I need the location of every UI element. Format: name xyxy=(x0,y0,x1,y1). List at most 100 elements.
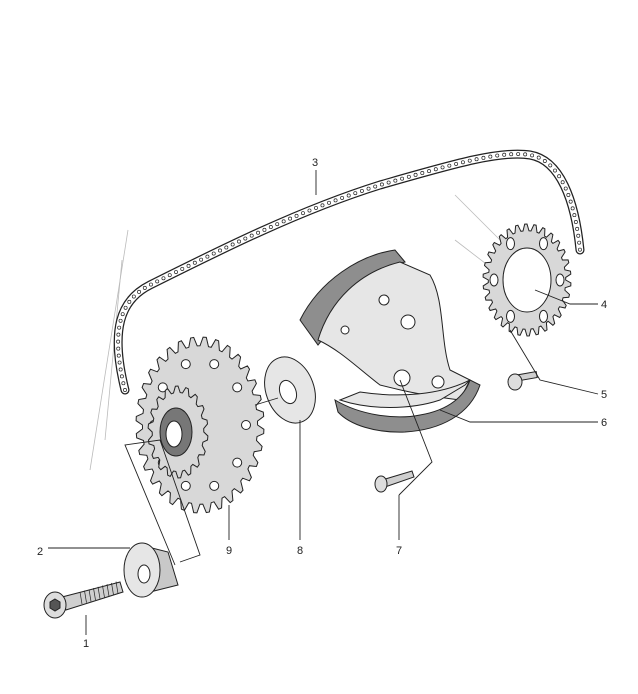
chain-link xyxy=(307,208,312,213)
chain-link xyxy=(570,206,575,211)
chain-link xyxy=(314,205,318,210)
timing-chain xyxy=(113,149,585,395)
chain-link xyxy=(301,211,305,216)
callout-9: 9 xyxy=(226,545,232,557)
sprocket-hole xyxy=(180,359,191,370)
sprocket-hole xyxy=(489,273,499,287)
chain-link xyxy=(366,186,371,191)
chain-link xyxy=(186,263,191,268)
chain-link xyxy=(205,254,210,259)
upper-sprocket xyxy=(482,223,572,337)
chain-link xyxy=(117,360,122,365)
chain-link xyxy=(120,312,125,317)
thread-line xyxy=(84,590,87,603)
chain-link xyxy=(440,165,445,170)
chain-link xyxy=(275,222,280,227)
chain-link xyxy=(174,270,178,274)
sprocket-hole xyxy=(209,359,220,370)
sprocket-hole xyxy=(157,382,168,393)
callout-1: 1 xyxy=(83,638,89,650)
chain-link xyxy=(131,294,136,299)
chain-link xyxy=(400,176,405,181)
chain-link xyxy=(578,247,582,252)
chain-link xyxy=(123,305,128,310)
chain-link xyxy=(148,282,153,287)
chain-link xyxy=(379,182,384,187)
callout-labels: 3 4 5 6 7 8 9 2 1 xyxy=(37,157,607,650)
callout-2: 2 xyxy=(37,546,43,558)
chain-tensioner-guide xyxy=(299,249,481,433)
chain-link xyxy=(320,203,325,208)
chain-link xyxy=(142,285,147,290)
sprocket-hole xyxy=(539,237,548,251)
sprocket-hole xyxy=(506,237,515,251)
chain-link xyxy=(373,184,378,189)
sprocket-hole xyxy=(232,382,243,393)
callout-5: 5 xyxy=(601,389,607,401)
chain-link xyxy=(218,248,222,253)
chain-link xyxy=(393,178,398,183)
washer xyxy=(264,356,316,424)
chain-link xyxy=(327,200,331,205)
sprocket-hole xyxy=(506,309,515,323)
chain-link xyxy=(509,152,514,157)
sprocket-hole xyxy=(232,457,243,468)
callout-7: 7 xyxy=(396,545,402,557)
chain-link xyxy=(127,299,132,304)
thread-line xyxy=(88,589,92,602)
sprocket-hole xyxy=(539,309,548,323)
chain-link xyxy=(118,367,123,372)
sprocket-hub-hole xyxy=(502,247,552,313)
chain-link xyxy=(243,236,248,241)
chain-link xyxy=(116,339,121,344)
chain-link xyxy=(557,174,562,179)
chain-link xyxy=(576,233,581,238)
chain-link xyxy=(117,325,122,330)
chain-link xyxy=(495,153,500,158)
chain-link xyxy=(288,216,293,221)
chain-link xyxy=(536,155,541,160)
chain-link xyxy=(121,381,126,386)
chain-link xyxy=(340,195,345,200)
chain-link xyxy=(333,198,338,203)
chain-link xyxy=(137,289,142,294)
chain-link xyxy=(433,167,438,172)
chain-link xyxy=(155,279,160,284)
thread-line xyxy=(97,586,101,599)
chain-link xyxy=(572,213,577,218)
chain-link xyxy=(577,240,582,245)
thread-line xyxy=(79,591,83,605)
chain-link xyxy=(224,245,229,250)
chain-link xyxy=(116,346,121,351)
chain-link xyxy=(413,172,418,177)
chain-link xyxy=(230,242,235,247)
chain-link xyxy=(420,171,425,175)
chain-link xyxy=(406,174,411,179)
chain-link xyxy=(256,230,261,235)
thread-line xyxy=(93,588,96,601)
chain-link xyxy=(294,213,299,218)
chain-link xyxy=(118,318,123,323)
chain-link xyxy=(116,332,121,337)
screw xyxy=(43,581,124,619)
guide-bolt xyxy=(374,470,415,493)
thread-line xyxy=(115,581,119,594)
chain-link xyxy=(427,169,431,174)
chain-link xyxy=(359,188,364,193)
chain-link xyxy=(447,163,452,168)
chain-link xyxy=(180,266,185,271)
callout-4: 4 xyxy=(601,299,607,311)
chain-link xyxy=(474,157,479,162)
chain-link xyxy=(123,388,127,392)
chain-link xyxy=(568,199,573,204)
chain-link xyxy=(542,159,547,163)
chain-link xyxy=(563,186,568,191)
sprocket-hole xyxy=(555,273,565,287)
chain-link xyxy=(566,193,571,197)
chain-link xyxy=(573,220,578,224)
chain-link xyxy=(237,239,241,244)
chain-link xyxy=(553,168,557,173)
callout-8: 8 xyxy=(297,545,303,557)
chain-link xyxy=(523,152,528,157)
